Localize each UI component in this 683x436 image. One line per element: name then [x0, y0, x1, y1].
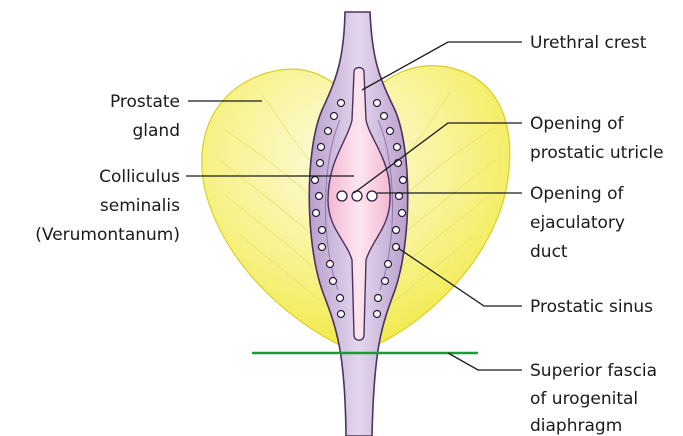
ejaculatory-duct-opening-left	[337, 191, 347, 201]
label-fascia-line2: of urogenital	[530, 389, 638, 409]
label-utricle-line2: prostatic utricle	[530, 143, 664, 163]
label-prostate-gland-line1: Prostate	[110, 92, 180, 112]
label-fascia-line1: Superior fascia	[530, 361, 657, 381]
label-colliculus-line2: seminalis	[100, 196, 180, 216]
prostatic-utricle-opening	[352, 191, 362, 201]
label-prostate-gland-line2: gland	[133, 121, 181, 141]
label-fascia-line3: diaphragm	[530, 416, 622, 436]
label-urethral-crest: Urethral crest	[530, 33, 647, 53]
ejaculatory-duct-opening-right	[367, 191, 377, 201]
label-prostatic-sinus: Prostatic sinus	[530, 297, 653, 317]
colliculus-openings	[337, 191, 377, 201]
label-utricle-line1: Opening of	[530, 114, 624, 134]
label-ejaculatory-line3: duct	[530, 242, 568, 262]
label-ejaculatory-line1: Opening of	[530, 184, 624, 204]
label-ejaculatory-line2: ejaculatory	[530, 213, 625, 233]
label-colliculus-line1: Colliculus	[99, 167, 180, 187]
label-colliculus-line3: (Verumontanum)	[35, 225, 180, 245]
